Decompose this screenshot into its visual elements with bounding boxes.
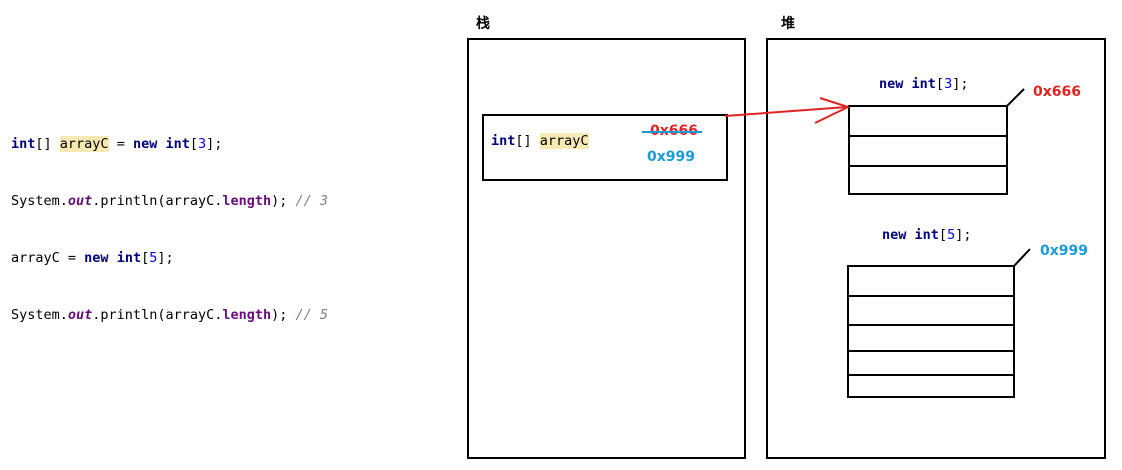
array2-label: new int[5];	[882, 227, 972, 243]
code-line-2: System.out.println(arrayC.length); // 3	[11, 193, 329, 209]
code-comment: // 5	[295, 307, 329, 323]
code-line-3: arrayC = new int[5];	[11, 250, 174, 266]
code-comment: // 3	[295, 193, 329, 209]
code-block: int[] arrayC = new int[3]; System.out.pr…	[11, 97, 328, 344]
code-line-4: System.out.println(arrayC.length); // 5	[11, 307, 329, 323]
heap-region	[766, 38, 1106, 459]
stack-variable-label: int[] arrayC	[491, 133, 589, 149]
stack-variable-box	[482, 114, 728, 181]
variable-highlight: arrayC	[59, 136, 109, 152]
array1-label: new int[3];	[879, 76, 969, 92]
array1-address: 0x666	[1033, 84, 1081, 100]
old-address-struck: 0x666	[650, 123, 698, 139]
stack-region	[467, 38, 746, 459]
code-line-1: int[] arrayC = new int[3];	[11, 136, 223, 152]
array2-address: 0x999	[1040, 243, 1088, 259]
stack-title: 栈	[476, 16, 490, 32]
new-address: 0x999	[647, 149, 695, 165]
heap-title: 堆	[781, 16, 795, 32]
